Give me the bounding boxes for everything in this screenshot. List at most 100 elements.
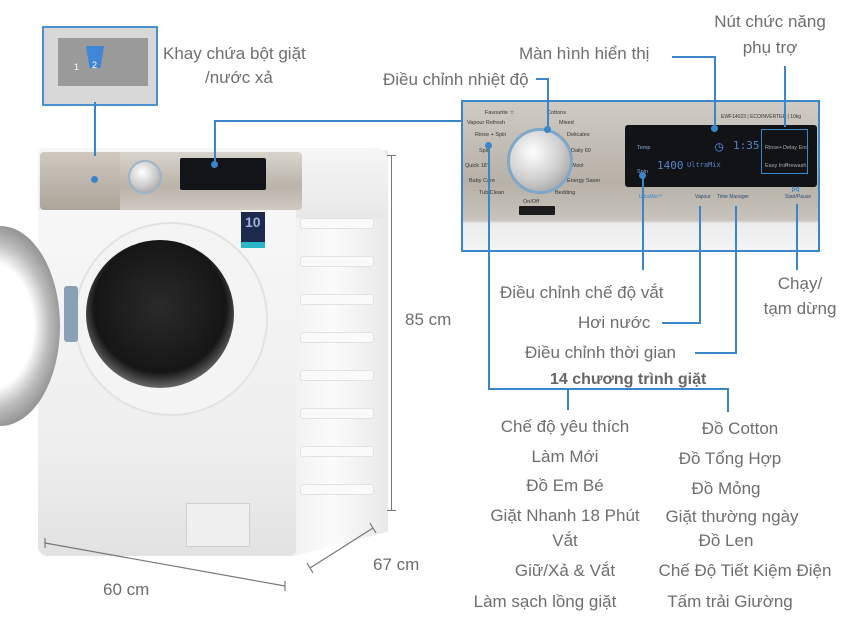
program-item: Giặt Nhanh 18 Phút [490, 506, 640, 525]
time-leader-line [735, 206, 737, 354]
depth-tick-front [306, 562, 314, 574]
steam-leader-h [662, 322, 701, 324]
side-rib [300, 218, 374, 229]
programs-leader-h [488, 388, 728, 390]
compartment-2-number: 2 [92, 60, 98, 70]
tray-leader-line [94, 102, 96, 156]
callout-start-pause: Chạy/ [777, 274, 823, 293]
program-item: Làm Mới [531, 447, 599, 466]
program-item: Vắt [552, 531, 578, 550]
program-item: Đồ Mỏng [691, 479, 761, 498]
callout-start-pause-line2: tạm dừng [763, 299, 837, 318]
compartment-1: 1 [74, 62, 80, 72]
filter-cover [186, 503, 250, 547]
callout-aux-buttons: Nút chức năng [714, 12, 826, 31]
side-rib [300, 332, 374, 343]
clock-icon: ◷ [715, 139, 724, 155]
start-leader-line [796, 204, 798, 270]
program-item: Giữ/Xả & Vắt [514, 561, 616, 580]
program-item: Làm sạch lồng giặt [473, 592, 617, 611]
callout-spin: Điều chỉnh chế độ vắt [500, 283, 664, 302]
dial-program: Tub Clean [479, 190, 505, 196]
callout-time: Điều chỉnh thời gian [525, 343, 677, 362]
dial-program: Spin [479, 148, 491, 154]
programs-left-branch [567, 388, 569, 410]
play-pause-icon: ⋈ [791, 184, 800, 194]
callout-steam: Hơi nước [578, 313, 651, 332]
dial-program: Quick 18' [465, 163, 488, 169]
on-off-label: On/Off [523, 199, 540, 205]
detergent-drawer [40, 152, 120, 210]
machine-display [180, 158, 266, 190]
vapour-button[interactable]: Vapour [695, 194, 711, 200]
program-item: Đồ Len [698, 531, 754, 550]
display-leader-dot [711, 125, 718, 132]
callout-aux-buttons-line2: phụ trợ [742, 38, 798, 57]
aux-label: Rinse+ [765, 145, 783, 151]
depth-tick-back [369, 522, 377, 534]
compartment-2 [86, 46, 104, 68]
program-item: Chế Độ Tiết Kiệm Điện [658, 561, 832, 580]
program-item: Giặt thường ngày [665, 507, 799, 526]
program-item: Đồ Cotton [701, 419, 779, 438]
dial-program: Daily 60 [571, 148, 591, 154]
energy-rating: 10 [245, 214, 261, 230]
lcd-display: Temp Spin 1400 UltraMix ◷ 1:35 Rinse+ De… [625, 125, 817, 187]
callout-detergent-tray-line2: /nước xả [205, 68, 273, 87]
dial-program: Wool [571, 163, 584, 169]
height-tick-top [387, 155, 396, 156]
panel-leader-dot [211, 161, 218, 168]
side-rib [300, 294, 374, 305]
side-rib [300, 256, 374, 267]
programs-title: 14 chương trình giặt [550, 371, 707, 388]
spin-leader-dot [639, 172, 646, 179]
lcd-ultramix: UltraMix [687, 161, 721, 169]
callout-temperature: Điều chỉnh nhiệt độ [383, 70, 529, 89]
start-pause-button[interactable]: Start/Pause [785, 194, 812, 200]
model-label: EWF14023 | ECOINVERTER | 10kg [721, 114, 802, 120]
side-rib [300, 370, 374, 381]
detergent-tray-thumbnail: 1 2 [42, 26, 158, 106]
dial-program: Mixed [559, 120, 574, 126]
time-leader-h [695, 352, 737, 354]
program-item: Đồ Em Bé [526, 476, 604, 495]
dial-program: Baby Care [469, 178, 495, 184]
dial-program: Vapour Refresh [467, 120, 506, 126]
temp-leader-dot [544, 126, 551, 133]
program-dial[interactable] [507, 128, 573, 194]
height-label: 85 cm [405, 310, 452, 329]
aux-label: Delay End [783, 145, 809, 151]
temp-label: Temp [637, 145, 651, 151]
aux-label: Prewash [785, 163, 807, 169]
height-tick-bottom [387, 510, 396, 511]
ultramix-button[interactable]: UltraMix™ [639, 194, 663, 200]
height-dimension-line [391, 155, 392, 510]
programs-leader-dot [485, 142, 492, 149]
on-off-button[interactable] [519, 206, 555, 215]
programs-leader-line [488, 146, 490, 390]
depth-label: 67 cm [373, 555, 420, 574]
tray-leader-dot [91, 176, 98, 183]
temp-leader-line [547, 78, 549, 130]
programs-right-branch [727, 388, 729, 412]
side-rib [300, 446, 374, 457]
side-rib [300, 484, 374, 495]
program-item: Chế độ yêu thích [500, 417, 630, 436]
dial-program: Energy Saver [567, 178, 601, 184]
program-item: Tấm trải Giường [667, 592, 793, 611]
temp-leader-h [536, 78, 548, 80]
door-hinge [64, 286, 78, 342]
width-dimension-line [44, 542, 286, 587]
energy-label-bar [241, 242, 265, 248]
aux-buttons-highlight[interactable] [761, 129, 808, 174]
aux-leader-line [784, 66, 786, 127]
time-manager-button[interactable]: Time Manager [717, 194, 750, 200]
spin-leader-line [642, 176, 644, 270]
callout-display: Màn hình hiển thị [519, 44, 650, 63]
dial-program: Delicates [567, 132, 590, 138]
program-knob [128, 160, 162, 194]
dial-program: Rinse + Spin [475, 132, 507, 138]
drum [86, 240, 234, 388]
lcd-time: 1:35 [733, 139, 760, 152]
